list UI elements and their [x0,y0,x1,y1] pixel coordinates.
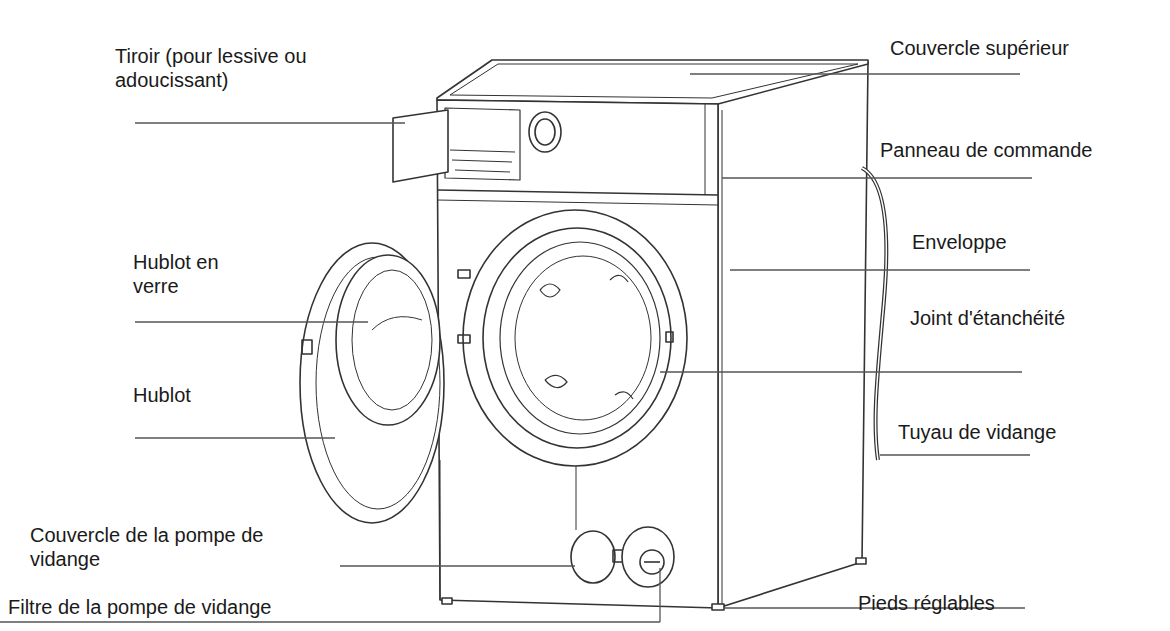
part-label: Tuyau de vidange [898,420,1163,444]
leader-line [340,565,575,566]
top-cover [437,60,868,104]
side-panel [718,62,868,608]
door-ring [463,210,687,466]
foot [712,604,724,610]
drum-paddles [540,275,633,399]
leader-line [730,269,1030,270]
hinge [458,270,470,278]
drawer-front [393,110,448,182]
drawer-ribs [450,150,515,172]
glass-inner [352,270,432,410]
part-label: Enveloppe [912,230,1162,254]
pump-cover [571,531,615,583]
foot [442,598,452,604]
pump-filter [644,561,660,563]
drum-inner [515,256,651,420]
part-label: Filtre de la pompe de vidange [8,595,408,619]
front-face [437,100,718,608]
panel-edge [705,104,706,195]
leader-line [660,371,1022,372]
foot [856,558,866,564]
leader-line [690,73,1020,74]
part-label: Couvercle supérieur [890,36,1160,60]
dial [529,112,561,152]
part-label: Couvercle de la pompe de vidange [30,523,298,571]
part-label: Panneau de commande [880,138,1165,162]
door-handle [302,340,312,354]
latch [666,332,673,342]
dial [535,119,555,145]
door-seal [483,228,671,448]
part-label: Hublot [133,383,333,407]
drain-hose-inner [862,168,886,460]
front-detail [576,466,577,530]
drain-hose [862,168,886,460]
panel-edge [437,200,718,205]
leader-line [659,568,660,622]
front-detail [440,460,441,600]
leader-line [135,321,368,322]
top-inner [450,64,858,98]
glass-shine [372,317,422,330]
leader-line [0,621,660,622]
leader-lines [0,74,1032,622]
door [300,243,444,523]
drawer-slot [445,108,520,180]
leader-line [880,454,1030,455]
leader-line [135,437,335,438]
part-label: Joint d'étanchéité [910,306,1165,330]
part-label: Hublot en verre [133,250,241,298]
leader-line [722,177,1032,178]
drum [500,242,660,434]
side-edge [722,110,723,604]
part-label: Tiroir (pour lessive ou adoucissant) [115,44,345,92]
glass [336,255,440,425]
hinge [458,335,470,343]
leader-line [135,122,405,123]
panel-edge [437,190,718,195]
pump-opening [622,527,674,587]
part-label: Pieds réglables [858,591,1158,615]
